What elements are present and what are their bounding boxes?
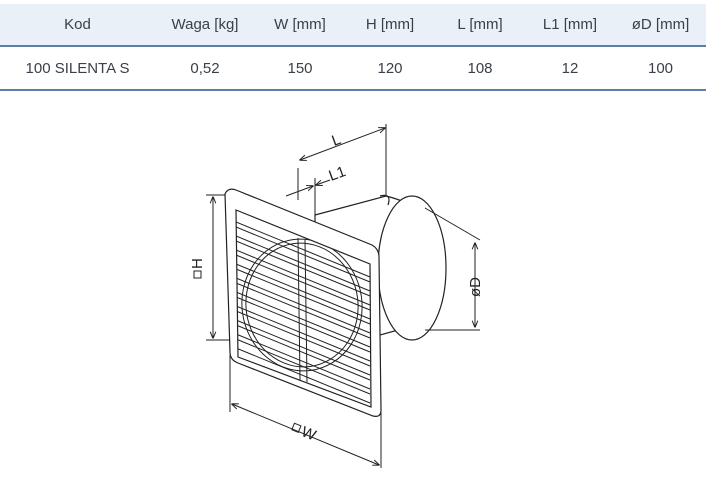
label-w-group: W <box>291 422 319 445</box>
cell-l1: 12 <box>561 59 579 77</box>
spec-table: Kod Waga [kg] W [mm] H [mm] L [mm] L1 [m… <box>0 4 706 91</box>
square-symbol-w <box>291 422 302 434</box>
table-header-row: Kod Waga [kg] W [mm] H [mm] L [mm] L1 [m… <box>0 4 706 46</box>
header-l1: L1 [mm] <box>525 4 615 46</box>
label-l: L <box>330 131 344 150</box>
header-h: H [mm] <box>345 4 435 46</box>
louver-grille <box>236 221 371 404</box>
cell-d: 100 <box>647 59 674 77</box>
label-l1: L1 <box>327 163 348 185</box>
label-d: øD <box>467 277 484 297</box>
square-symbol-h <box>193 270 202 279</box>
header-l: L [mm] <box>435 4 525 46</box>
header-waga: Waga [kg] <box>155 4 255 46</box>
cell-l: 108 <box>467 59 493 77</box>
cell-w: 150 <box>287 59 313 77</box>
header-w: W [mm] <box>255 4 345 46</box>
label-w: W <box>299 423 319 444</box>
header-d: øD [mm] <box>615 4 706 46</box>
cell-kod: 100 SILENTA S <box>25 59 130 77</box>
table-row: 100 SILENTA S 0,52 150 120 108 12 100 <box>0 46 706 90</box>
cell-h: 120 <box>377 59 403 77</box>
label-h-group: H <box>189 258 206 279</box>
dimension-lines <box>206 124 481 468</box>
label-h: H <box>189 258 206 269</box>
cell-waga: 0,52 <box>190 59 220 77</box>
header-kod: Kod <box>0 4 155 46</box>
